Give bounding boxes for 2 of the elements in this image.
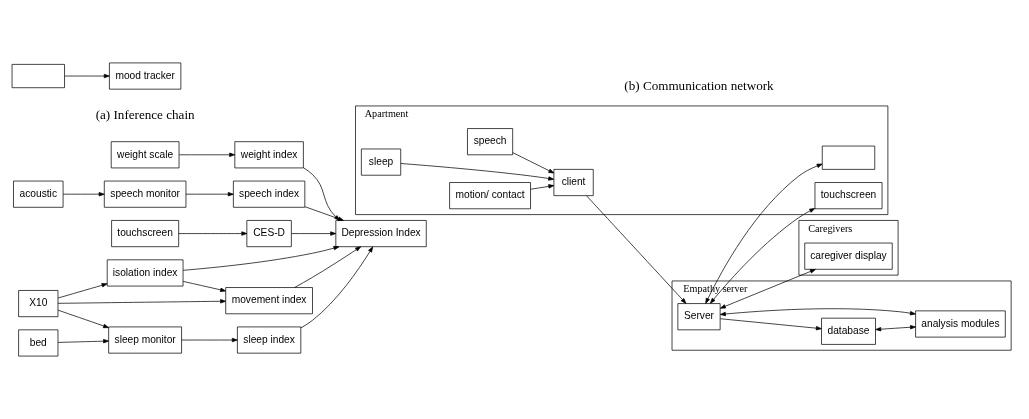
label: (a) Inference chain bbox=[95, 106, 195, 122]
label: (b) Communication network bbox=[624, 78, 774, 94]
